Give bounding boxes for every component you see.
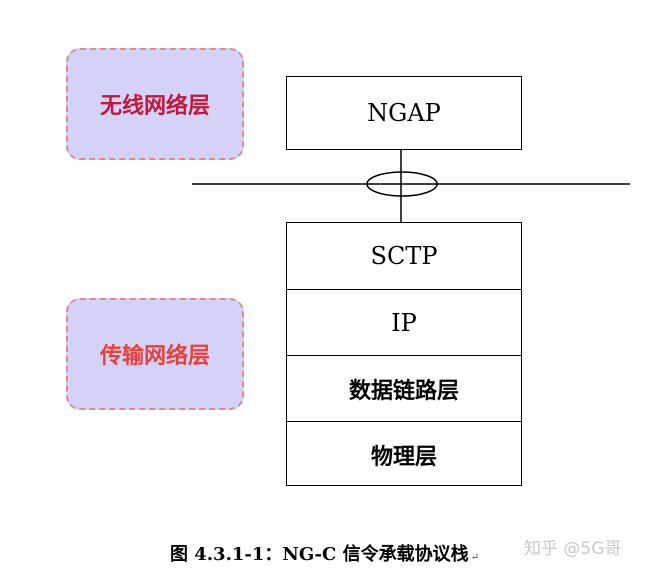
figure-caption: 图 4.3.1-1：NG-C 信令承载协议栈↵ <box>170 540 479 566</box>
ip-label: IP <box>391 308 417 337</box>
return-mark-icon: ↵ <box>470 552 479 563</box>
radio-network-layer-label: 无线网络层 <box>99 94 210 119</box>
ip-cell: IP <box>287 289 521 355</box>
sctp-cell: SCTP <box>287 223 521 289</box>
interface-ellipse <box>366 171 438 197</box>
physical-layer-label: 物理层 <box>370 444 437 470</box>
transport-network-layer-label: 传输网络层 <box>99 344 210 369</box>
data-link-layer-cell: 数据链路层 <box>287 355 521 421</box>
radio-network-layer-box: 无线网络层 <box>66 48 244 160</box>
sctp-label: SCTP <box>370 242 438 270</box>
caption-text: 图 4.3.1-1：NG-C 信令承载协议栈 <box>170 544 469 565</box>
ngap-box: NGAP <box>286 76 522 150</box>
watermark: 知乎 @5G哥 <box>524 539 622 559</box>
data-link-layer-label: 数据链路层 <box>348 378 459 404</box>
ngap-label: NGAP <box>367 99 441 127</box>
transport-network-layer-box: 传输网络层 <box>66 298 244 410</box>
physical-layer-cell: 物理层 <box>287 421 521 487</box>
transport-protocol-stack: SCTP IP 数据链路层 物理层 <box>286 222 522 486</box>
